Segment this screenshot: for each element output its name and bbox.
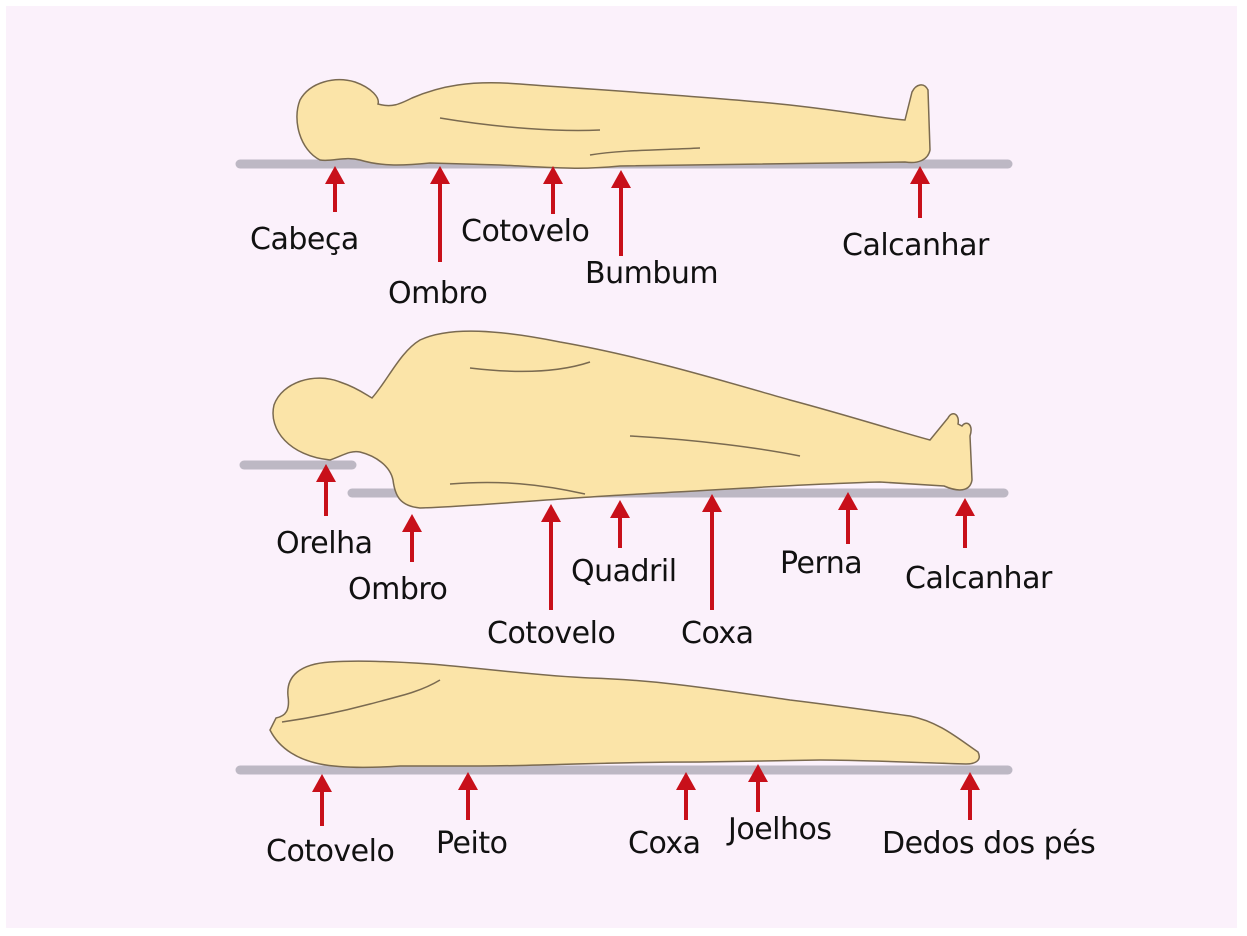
arrow xyxy=(838,492,858,544)
arrow xyxy=(955,498,975,548)
label-coxa: Coxa xyxy=(681,616,754,651)
arrow xyxy=(316,464,336,516)
label-ombro: Ombro xyxy=(388,276,487,311)
label-quadril: Quadril xyxy=(571,554,677,589)
label-cotovelo: Cotovelo xyxy=(266,834,394,869)
label-orelha: Orelha xyxy=(276,526,372,561)
label-cotovelo: Cotovelo xyxy=(487,616,615,651)
arrow xyxy=(543,166,563,214)
arrow xyxy=(458,772,478,820)
label-joelhos: Joelhos xyxy=(728,812,832,847)
label-calcanhar: Calcanhar xyxy=(842,228,989,263)
label-cabeca: Cabeça xyxy=(250,222,359,257)
arrow xyxy=(325,166,345,212)
body-silhouette xyxy=(273,331,972,508)
label-coxa: Coxa xyxy=(628,826,701,861)
arrow xyxy=(610,500,630,548)
body-silhouette xyxy=(270,661,979,767)
arrow xyxy=(960,772,980,820)
arrow xyxy=(910,166,930,218)
arrow xyxy=(541,504,561,610)
arrow xyxy=(676,772,696,820)
arrow xyxy=(702,494,722,610)
body-silhouette xyxy=(297,80,930,168)
label-ombro: Ombro xyxy=(348,572,447,607)
label-calcanhar: Calcanhar xyxy=(905,561,1052,596)
arrow xyxy=(611,170,631,256)
arrow xyxy=(402,514,422,562)
label-bumbum: Bumbum xyxy=(585,256,718,291)
label-perna: Perna xyxy=(780,546,862,581)
label-cotovelo: Cotovelo xyxy=(461,214,589,249)
prone-position xyxy=(240,661,1008,826)
label-peito: Peito xyxy=(436,826,507,861)
arrow xyxy=(430,166,450,262)
label-dedos-dos-pes: Dedos dos pés xyxy=(882,826,1095,861)
arrow xyxy=(312,774,332,826)
